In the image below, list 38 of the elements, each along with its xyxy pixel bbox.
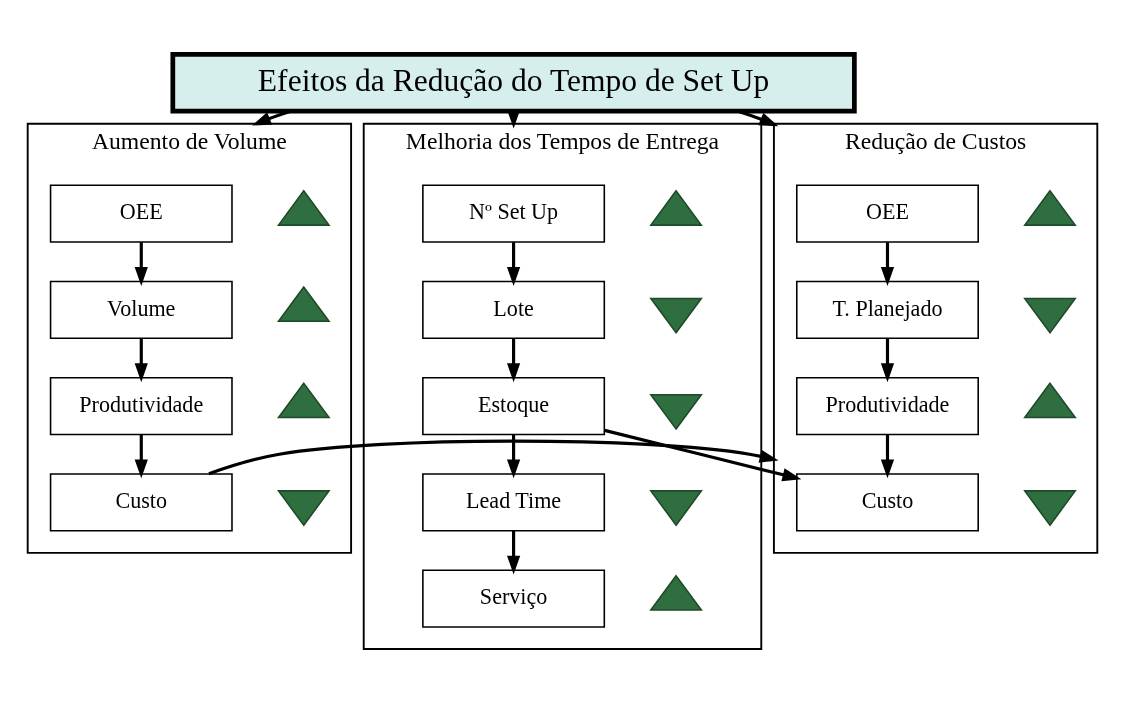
- node-box: Custo: [49, 472, 233, 532]
- node-arrow: [649, 573, 703, 611]
- node-arrow: [276, 381, 331, 418]
- node-arrow: [649, 297, 703, 334]
- node-box: Lote: [422, 280, 606, 339]
- arrow: [880, 337, 895, 382]
- node-box: Produtividade: [796, 376, 979, 435]
- arrow: [208, 439, 779, 475]
- node-arrow: [1023, 297, 1077, 334]
- node-box: Serviço: [422, 568, 606, 628]
- node-arrow: [1023, 381, 1077, 418]
- node-box: Volume: [49, 280, 233, 339]
- node-arrow: [276, 489, 331, 527]
- node-box: OEE: [49, 183, 233, 243]
- node-box: Nº Set Up: [422, 183, 606, 243]
- arrow: [604, 428, 802, 481]
- arrow: [506, 337, 521, 382]
- node-box: T. Planejado: [796, 280, 979, 339]
- arrow: [134, 337, 148, 382]
- node-box: Lead Time: [422, 472, 606, 532]
- arrow: [506, 241, 521, 286]
- node-box: OEE: [796, 183, 979, 243]
- arrow: [880, 241, 895, 286]
- arrow: [506, 434, 521, 478]
- node-box: Produtividade: [49, 376, 233, 435]
- node-arrow: [649, 489, 703, 527]
- node-arrow: [1023, 188, 1077, 226]
- arrow: [506, 530, 521, 575]
- arrow: [134, 241, 148, 286]
- node-arrow: [649, 393, 703, 430]
- node-arrow: [649, 188, 703, 226]
- node-arrow: [276, 285, 331, 322]
- arrow: [134, 434, 148, 478]
- arrow: [880, 434, 895, 478]
- node-arrow: [1023, 489, 1077, 527]
- node-arrow: [276, 188, 331, 226]
- node-box: Estoque: [422, 376, 606, 435]
- node-box: Custo: [796, 472, 979, 532]
